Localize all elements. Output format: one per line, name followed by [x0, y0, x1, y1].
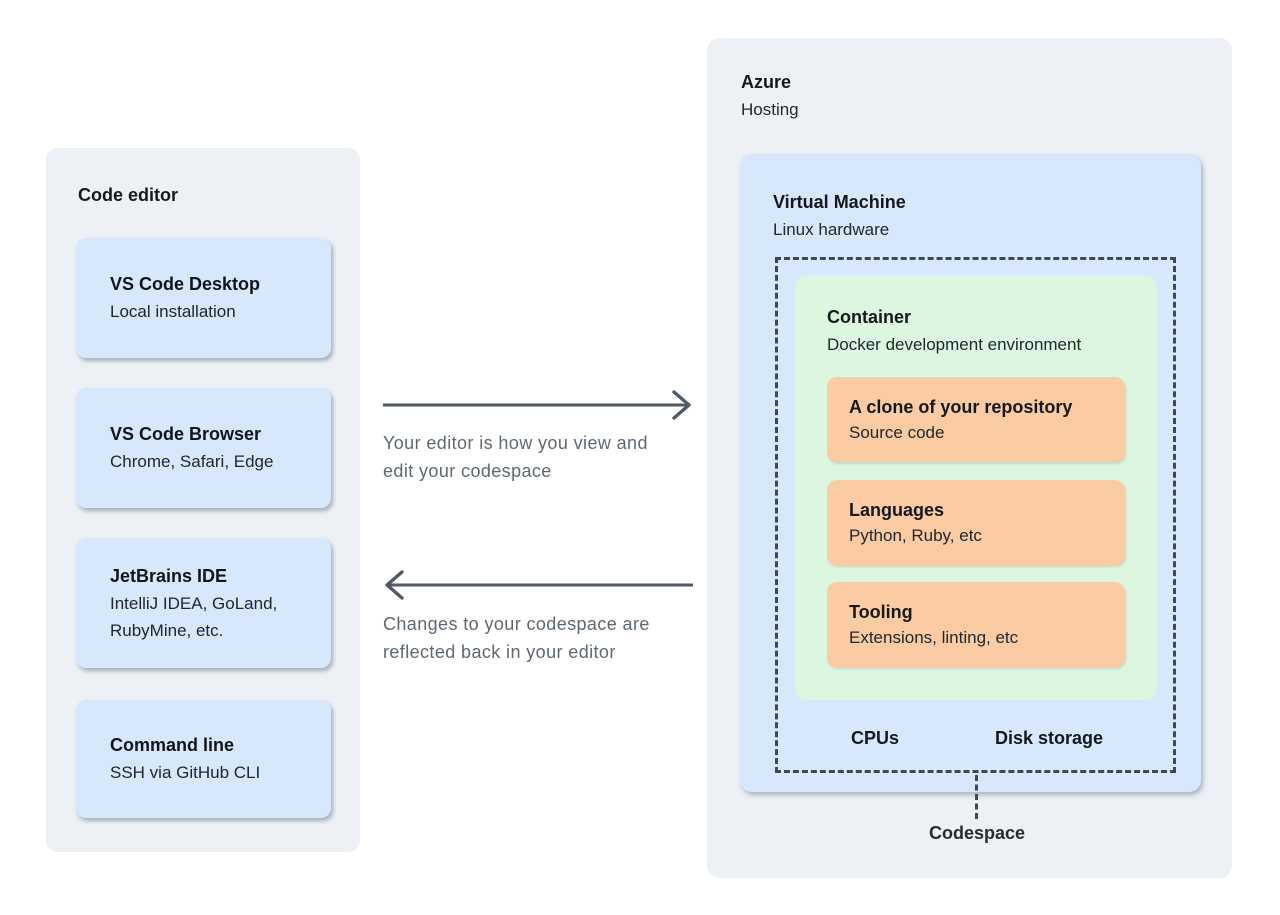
card-subtitle: Local installation: [110, 302, 236, 321]
editor-card-vscode-desktop: VS Code Desktop Local installation: [76, 238, 331, 358]
editor-card-vscode-browser: VS Code Browser Chrome, Safari, Edge: [76, 388, 331, 508]
disk-storage-label: Disk storage: [995, 728, 1104, 748]
container-box: Container Docker development environment…: [795, 275, 1157, 700]
codespace-connector-line: [975, 775, 978, 819]
azure-title: Azure: [741, 72, 792, 92]
card-subtitle: Chrome, Safari, Edge: [110, 452, 274, 471]
virtual-machine-header: Virtual Machine Linux hardware: [773, 189, 906, 243]
card-title: Languages: [849, 499, 945, 520]
container-subtitle: Docker development environment: [827, 335, 1082, 354]
code-editor-panel: Code editor VS Code Desktop Local instal…: [46, 148, 360, 852]
card-title: VS Code Browser: [110, 424, 262, 444]
card-subtitle: Extensions, linting, etc: [849, 627, 1019, 647]
container-card-tooling: Tooling Extensions, linting, etc: [827, 582, 1125, 667]
container-card-repository-clone: A clone of your repository Source code: [827, 377, 1125, 462]
card-title: VS Code Desktop: [110, 274, 261, 294]
cpus-label: CPUs: [851, 728, 900, 748]
codespace-dashed-boundary: Container Docker development environment…: [775, 257, 1176, 773]
flow-text-changes-reflected: Changes to your codespace are reflected …: [383, 610, 683, 666]
code-editor-title: Code editor: [78, 185, 179, 205]
container-card-languages: Languages Python, Ruby, etc: [827, 480, 1125, 565]
card-subtitle: Source code: [849, 422, 945, 442]
card-subtitle: Python, Ruby, etc: [849, 525, 982, 545]
code-editor-panel-header: Code editor: [78, 182, 178, 209]
card-subtitle: IntelliJ IDEA, GoLand, RubyMine, etc.: [110, 593, 278, 640]
card-title: A clone of your repository: [849, 396, 1073, 417]
flow-text-editor-view: Your editor is how you view and edit you…: [383, 429, 683, 485]
flow-text-line: Your editor is how you view and: [383, 433, 648, 453]
card-subtitle: SSH via GitHub CLI: [110, 763, 261, 782]
azure-panel: Azure Hosting Virtual Machine Linux hard…: [707, 38, 1232, 878]
virtual-machine-box: Virtual Machine Linux hardware Container…: [740, 154, 1201, 792]
card-title: Command line: [110, 735, 235, 755]
azure-subtitle: Hosting: [741, 100, 799, 119]
editor-card-jetbrains-ide: JetBrains IDE IntelliJ IDEA, GoLand, Rub…: [76, 538, 331, 668]
arrow-right-icon: [383, 390, 691, 420]
card-title: JetBrains IDE: [110, 565, 228, 586]
arrow-left-icon: [385, 570, 693, 600]
container-title: Container: [827, 307, 912, 327]
container-header: Container Docker development environment: [827, 304, 1081, 358]
editor-card-command-line: Command line SSH via GitHub CLI: [76, 700, 331, 818]
flow-text-line: edit your codespace: [383, 461, 552, 481]
card-title: Tooling: [849, 601, 913, 622]
virtual-machine-subtitle: Linux hardware: [773, 220, 890, 239]
virtual-machine-title: Virtual Machine: [773, 192, 906, 212]
azure-panel-header: Azure Hosting: [741, 69, 799, 123]
codespace-label: Codespace: [928, 823, 1026, 843]
flow-text-line: Changes to your codespace are: [383, 614, 650, 634]
flow-text-line: reflected back in your editor: [383, 642, 616, 662]
